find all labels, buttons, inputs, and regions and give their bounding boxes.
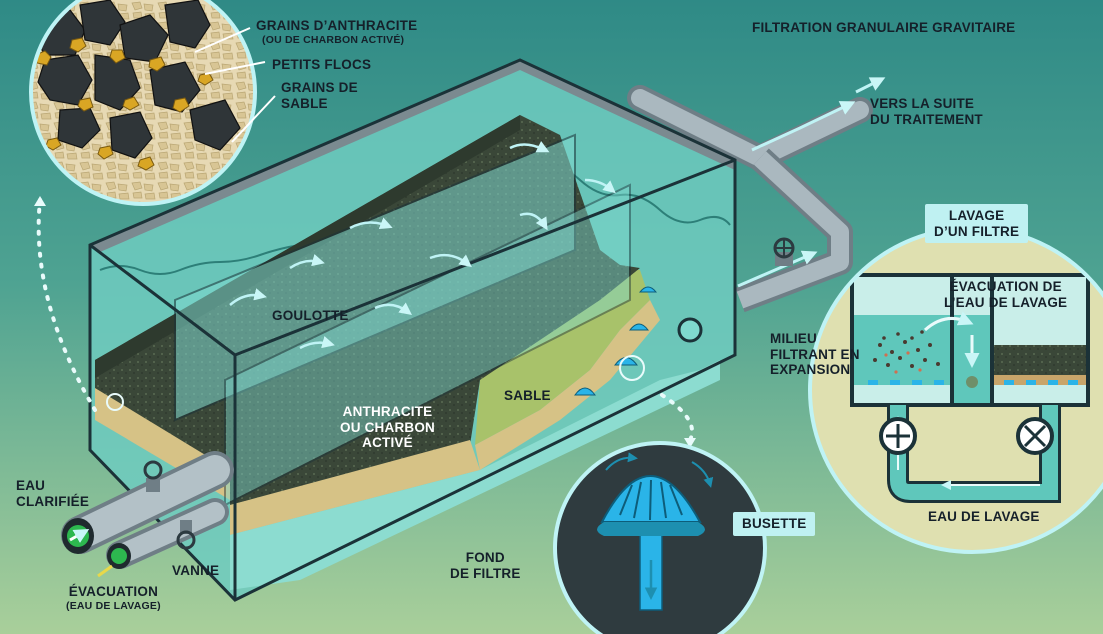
label-petits-flocs: PETITS FLOCS xyxy=(272,57,372,72)
label-fond-filtre-line2: DE FILTRE xyxy=(450,565,521,581)
label-anthracite-grains: GRAINS D’ANTHRACITE (OU DE CHARBON ACTIV… xyxy=(256,18,417,46)
label-lavage-title-line1: LAVAGE xyxy=(948,208,1005,223)
label-evacuation-line2: (EAU DE LAVAGE) xyxy=(66,599,161,612)
label-outlet-line2: DU TRAITEMENT xyxy=(870,111,983,127)
label-milieu-filtrant-line3: EXPANSION xyxy=(770,362,851,378)
label-sable-grains: GRAINS DE SABLE xyxy=(281,80,358,111)
label-fond-filtre-line1: FOND xyxy=(465,550,505,565)
label-anthracite-tank-line1: ANTHRACITE xyxy=(342,404,433,419)
label-eau-clarifiee-line1: EAU xyxy=(16,478,46,493)
label-eau-clarifiee-line2: CLARIFIÉE xyxy=(16,493,90,509)
front-pipes xyxy=(34,196,696,578)
top-valve xyxy=(773,237,795,266)
label-vanne: VANNE xyxy=(172,563,220,578)
label-eau-clarifiee: EAU CLARIFIÉE xyxy=(16,478,89,509)
label-anthracite-tank: ANTHRACITE OU CHARBON ACTIVÉ xyxy=(340,404,435,451)
label-evacuation-line1: ÉVACUATION xyxy=(68,584,159,599)
busette-inset xyxy=(553,441,767,634)
grain-zoom-inset xyxy=(29,0,276,206)
label-anthracite-tank-line3: ACTIVÉ xyxy=(362,435,413,451)
label-anthracite-tank-line2: OU CHARBON xyxy=(340,419,435,435)
label-anthracite-grains-line2: (OU DE CHARBON ACTIVÉ) xyxy=(262,33,405,46)
label-sable-tank: SABLE xyxy=(504,388,551,403)
diagram-title: FILTRATION GRANULAIRE GRAVITAIRE xyxy=(752,20,1016,35)
label-fond-filtre: FOND DE FILTRE xyxy=(450,550,521,581)
label-eau-de-lavage: EAU DE LAVAGE xyxy=(928,509,1040,524)
label-milieu-filtrant-line1: MILIEU xyxy=(770,331,817,346)
label-sable-grains-line2: SABLE xyxy=(281,95,328,111)
label-goulotte: GOULOTTE xyxy=(272,308,349,323)
label-anthracite-grains-line1: GRAINS D’ANTHRACITE xyxy=(256,18,418,33)
outlet-pipe xyxy=(627,77,886,313)
lavage-inset xyxy=(808,226,1103,554)
label-sable-grains-line1: GRAINS DE xyxy=(281,80,358,95)
label-outlet-line1: VERS LA SUITE xyxy=(870,96,975,111)
label-lavage-title-line2: D’UN FILTRE xyxy=(934,223,1020,239)
label-lavage-title: LAVAGE D’UN FILTRE xyxy=(925,204,1029,244)
label-milieu-filtrant: MILIEU FILTRANT EN EXPANSION xyxy=(770,331,860,378)
label-evacuation: ÉVACUATION (EAU DE LAVAGE) xyxy=(66,584,161,612)
label-evacuation-eau-lavage: ÉVACUATION DE L’EAU DE LAVAGE xyxy=(944,279,1067,310)
filter-tank xyxy=(88,58,737,602)
label-evacuation-eau-lavage-line1: ÉVACUATION DE xyxy=(949,279,1062,294)
label-busette: BUSETTE xyxy=(733,512,816,536)
label-outlet: VERS LA SUITE DU TRAITEMENT xyxy=(870,96,983,127)
label-evacuation-eau-lavage-line2: L’EAU DE LAVAGE xyxy=(944,294,1068,310)
label-milieu-filtrant-line2: FILTRANT EN xyxy=(770,346,860,362)
